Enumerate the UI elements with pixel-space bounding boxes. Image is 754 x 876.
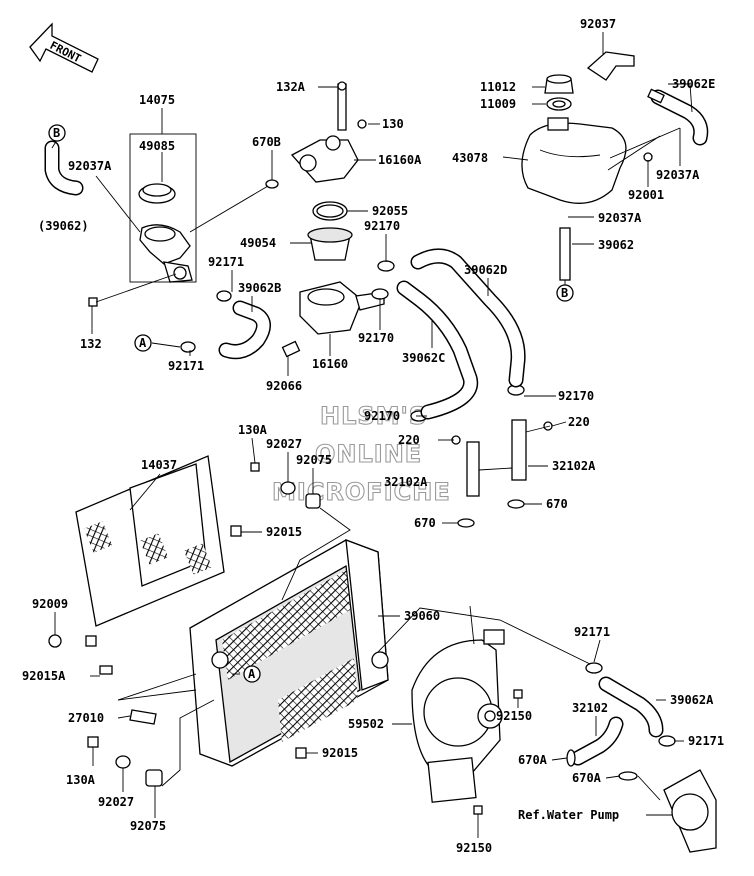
parts-drawing: [44, 51, 717, 853]
label-92055: 92055: [372, 204, 408, 218]
label-132: 132: [80, 337, 102, 351]
leader-lines: [51, 32, 693, 838]
label-32102A-left: 32102A: [384, 475, 428, 489]
label-92009: 92009: [32, 597, 68, 611]
label-ref-b-left: B: [53, 126, 60, 140]
label-130A-bottom: 130A: [66, 773, 96, 787]
label-92075-bottom: 92075: [130, 819, 166, 833]
label-39062D: 39062D: [464, 263, 507, 277]
watermark-line-2: ONLINE: [315, 440, 422, 468]
label-ref-a-right: A: [248, 667, 256, 681]
label-39062B: 39062B: [238, 281, 281, 295]
label-92027-top: 92027: [266, 437, 302, 451]
label-92170-a: 92170: [364, 219, 400, 233]
label-220-left: 220: [398, 433, 420, 447]
ref-circle-a-left: [134, 334, 152, 352]
label-670A-right: 670A: [572, 771, 602, 785]
label-92170-d: 92170: [364, 409, 400, 423]
label-16160: 16160: [312, 357, 348, 371]
label-92171-a: 92171: [208, 255, 244, 269]
label-92150-bottom: 92150: [456, 841, 492, 855]
label-132A: 132A: [276, 80, 306, 94]
label-92015A: 92015A: [22, 669, 66, 683]
label-92066: 92066: [266, 379, 302, 393]
label-92015-bottom: 92015: [322, 746, 358, 760]
label-92037A-left: 92037A: [68, 159, 112, 173]
label-92015-top: 92015: [266, 525, 302, 539]
label-ref-water-pump: Ref.Water Pump: [518, 808, 619, 822]
ref-circle-b-left: [48, 124, 66, 142]
label-59502: 59502: [348, 717, 384, 731]
front-arrow: FRONT: [29, 22, 99, 73]
ref-circle-a-right: [243, 665, 261, 683]
label-220-right: 220: [568, 415, 590, 429]
label-92171-c: 92171: [574, 625, 610, 639]
label-39062C: 39062C: [402, 351, 445, 365]
label-ref-b-right: B: [561, 286, 568, 300]
label-14037: 14037: [141, 458, 177, 472]
watermark-line-3: MICROFICHE: [272, 478, 451, 506]
label-49054: 49054: [240, 236, 276, 250]
label-92171-b: 92171: [168, 359, 204, 373]
label-130A-top: 130A: [238, 423, 268, 437]
label-670A-left: 670A: [518, 753, 548, 767]
reference-markers: [48, 124, 574, 683]
label-92171-d: 92171: [688, 734, 724, 748]
watermark: HLSM'S ONLINE MICROFICHE: [271, 401, 451, 506]
label-92170-b: 92170: [358, 331, 394, 345]
label-14075: 14075: [139, 93, 175, 107]
label-92037: 92037: [580, 17, 616, 31]
label-92075-top: 92075: [296, 453, 332, 467]
label-670-right: 670: [546, 497, 568, 511]
label-32102: 32102: [572, 701, 608, 715]
ref-circle-b-right: [556, 284, 574, 302]
label-92170-c: 92170: [558, 389, 594, 403]
label-92001: 92001: [628, 188, 664, 202]
label-39062-left: (39062): [38, 219, 89, 233]
label-27010: 27010: [68, 711, 104, 725]
label-92150-top: 92150: [496, 709, 532, 723]
label-39062-right: 39062: [598, 238, 634, 252]
label-32102A-right: 32102A: [552, 459, 596, 473]
label-130: 130: [382, 117, 404, 131]
label-39062E: 39062E: [672, 77, 715, 91]
label-39060: 39060: [404, 609, 440, 623]
watermark-line-1: HLSM'S: [320, 402, 427, 430]
callout-labels: 92037 11012 11009 39062E 43078 92037A 92…: [22, 17, 724, 855]
label-16160A: 16160A: [378, 153, 422, 167]
label-670-left: 670: [414, 516, 436, 530]
label-11012: 11012: [480, 80, 516, 94]
label-92037A-right-lower: 92037A: [598, 211, 642, 225]
label-670B: 670B: [252, 135, 281, 149]
label-43078: 43078: [452, 151, 488, 165]
label-49085: 49085: [139, 139, 175, 153]
label-ref-a-left: A: [139, 336, 147, 350]
label-92027-bottom: 92027: [98, 795, 134, 809]
label-11009: 11009: [480, 97, 516, 111]
label-39062A: 39062A: [670, 693, 714, 707]
label-92037A-right: 92037A: [656, 168, 700, 182]
